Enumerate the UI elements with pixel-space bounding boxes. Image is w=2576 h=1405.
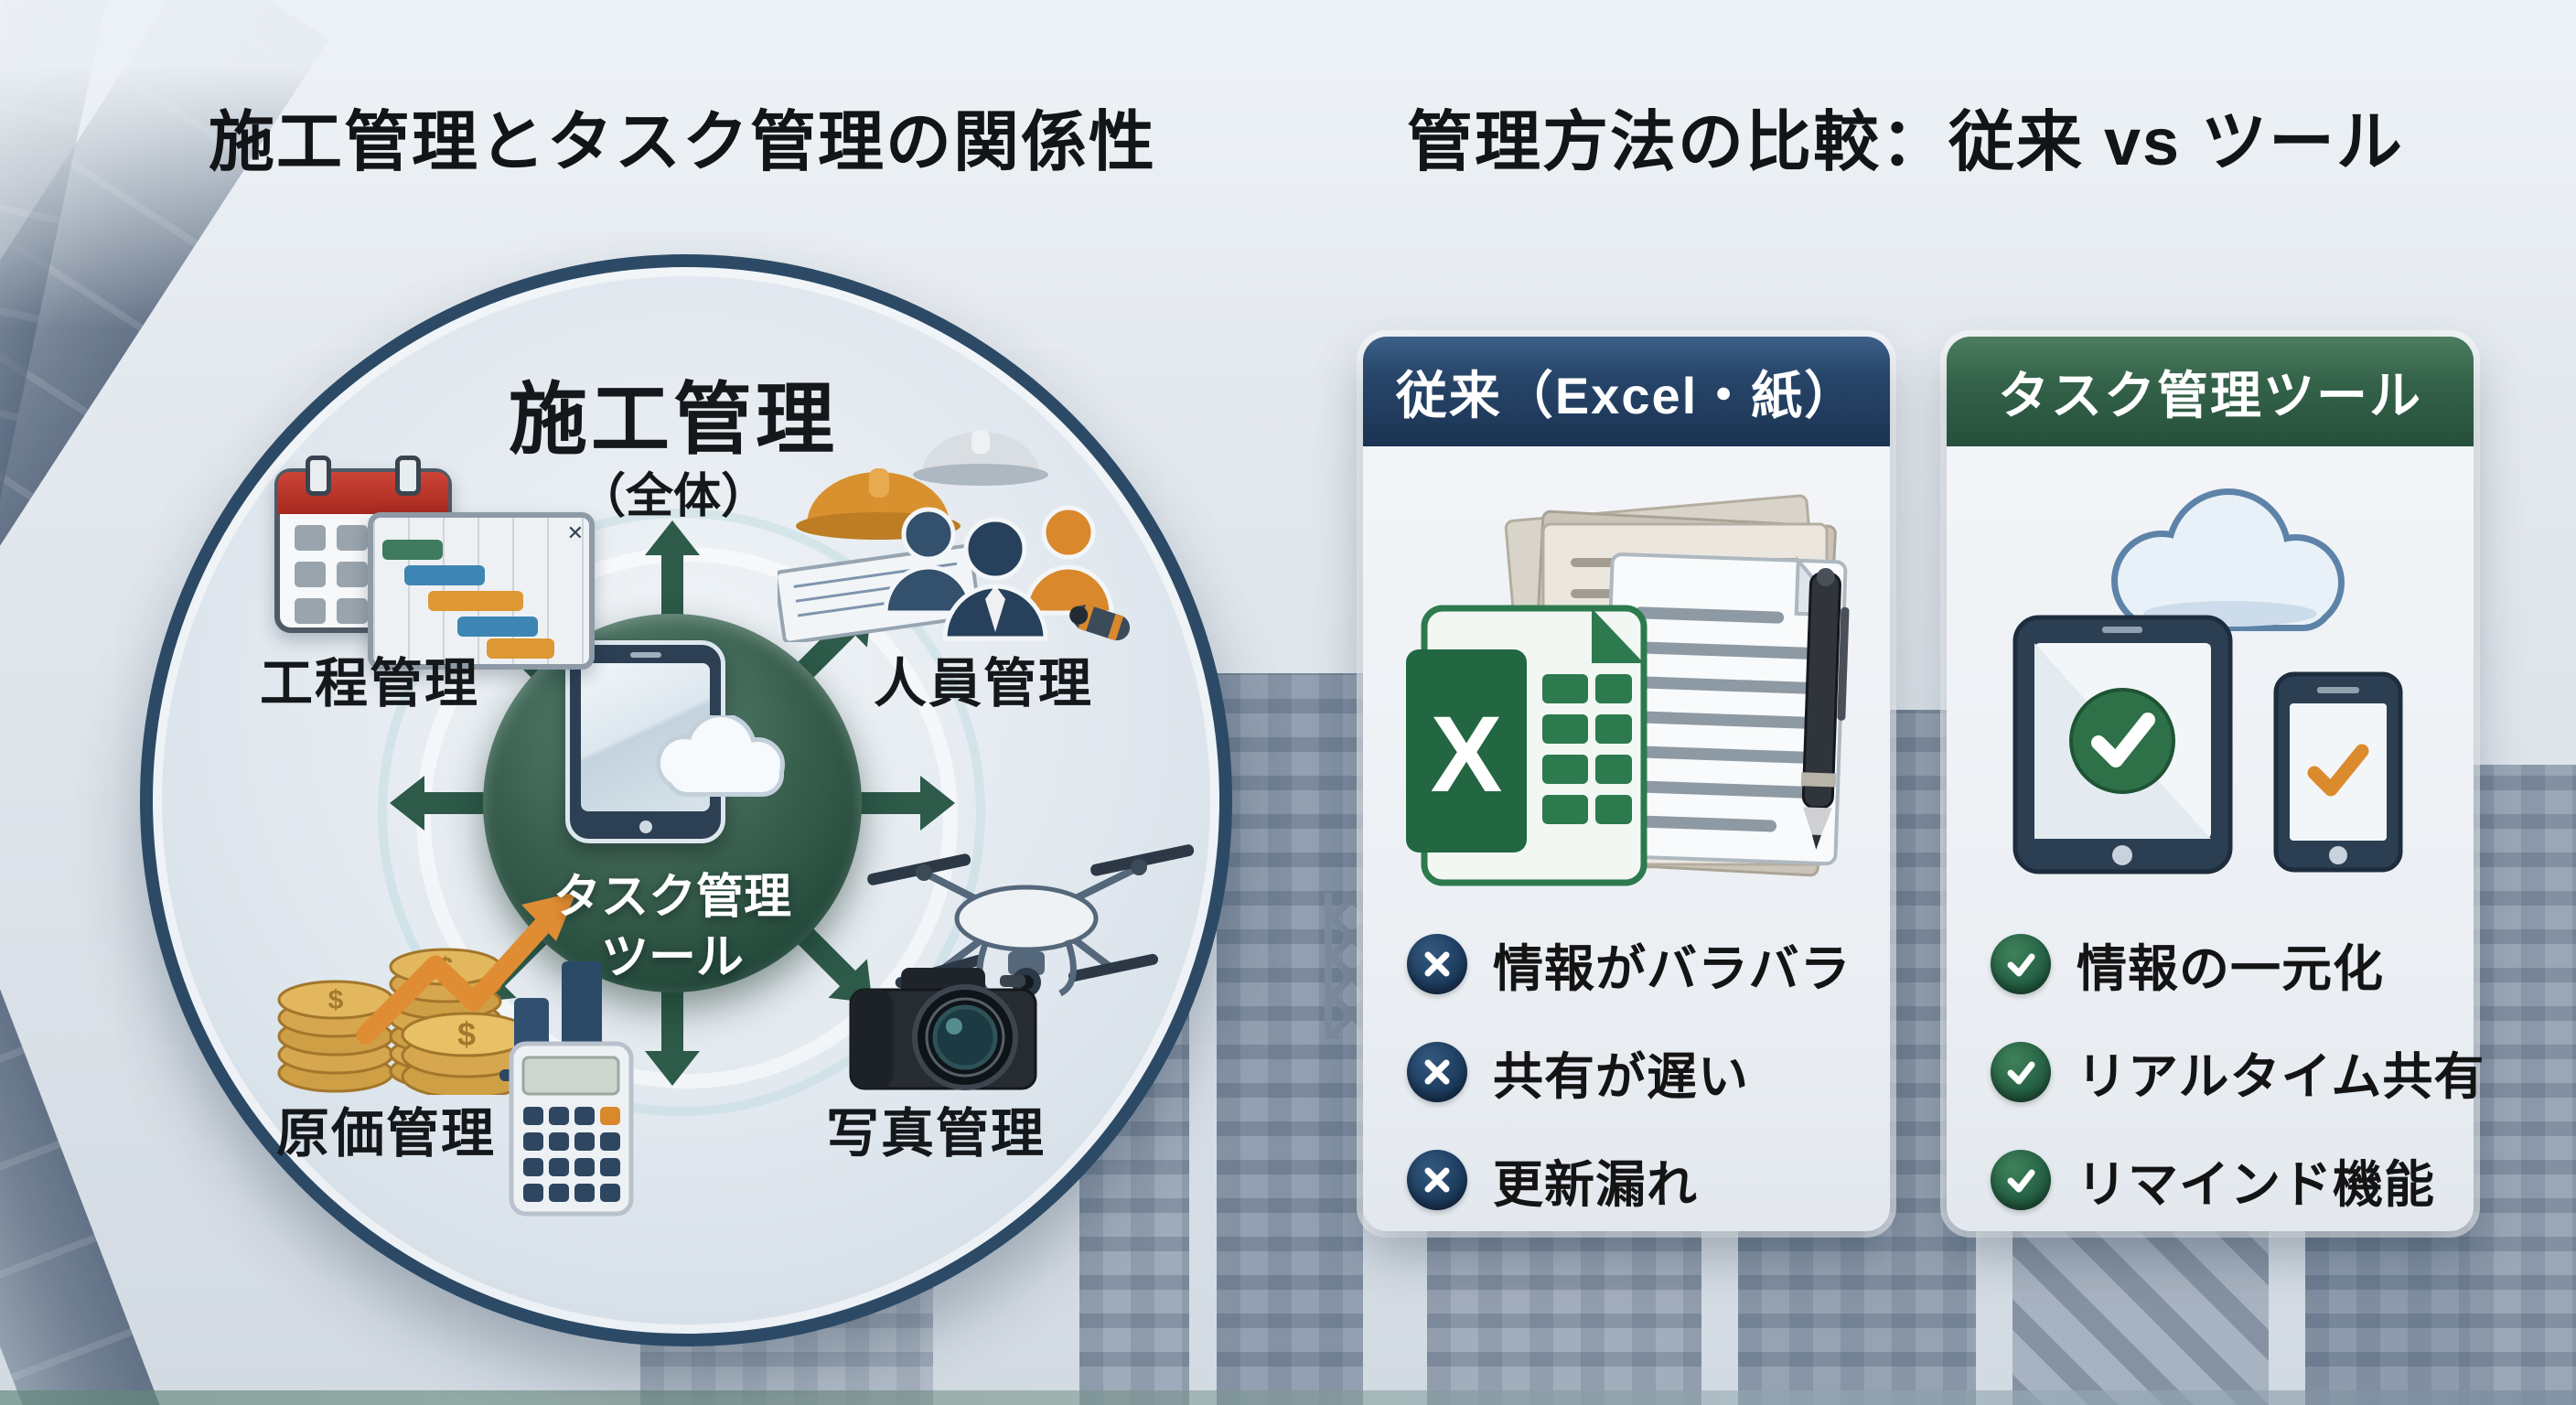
benefit-text: リアルタイム共有 — [2077, 1048, 2485, 1105]
svg-text:$: $ — [457, 1015, 476, 1053]
circle-heading: 施工管理 — [509, 376, 838, 464]
excel-icon: X — [1406, 605, 1648, 886]
paint-roller-icon — [1069, 604, 1131, 641]
benefit-item: 情報の一元化 — [1991, 922, 2475, 1006]
circle-item-personnel: 人員管理 — [873, 654, 1093, 713]
hub-arrow-icon — [645, 981, 700, 1086]
svg-text:$: $ — [328, 985, 344, 1015]
circle-item-cost: 原価管理 — [275, 1104, 496, 1164]
tablet-check-icon — [2012, 615, 2233, 874]
camera-icon — [849, 968, 1037, 1090]
drawback-text: 更新漏れ — [1493, 1156, 1699, 1213]
gantt-chart-icon: ✕ — [368, 512, 595, 670]
ground-strip — [0, 1390, 2576, 1405]
check-circle-icon — [1991, 934, 2051, 994]
hub-outer-ring — [378, 509, 985, 1116]
drawback-text: 共有が遅い — [1493, 1048, 1750, 1105]
building — [2470, 765, 2576, 1405]
check-circle-icon — [1991, 1150, 2051, 1210]
circle-item-schedule: 工程管理 — [259, 654, 479, 713]
x-circle-icon — [1407, 1150, 1467, 1210]
building — [1217, 673, 1363, 1405]
drawback-item: 共有が遅い — [1407, 1030, 1892, 1114]
hub-arrow-icon — [390, 776, 494, 831]
drawback-text: 情報がバラバラ — [1493, 940, 1852, 997]
hub-label-line2: ツール — [600, 931, 744, 984]
circle-item-photo: 写真管理 — [825, 1104, 1046, 1164]
x-circle-icon — [1407, 934, 1467, 994]
drawback-item: 更新漏れ — [1407, 1138, 1892, 1222]
right-title: 管理方法の比較：従来 vs ツール — [1406, 106, 2405, 179]
phone-check-icon — [2273, 671, 2403, 873]
svg-text:X: X — [1431, 694, 1503, 815]
left-title: 施工管理とタスク管理の関係性 — [208, 106, 1156, 179]
hub-label-line1: タスク管理 — [553, 871, 791, 924]
benefit-text: リマインド機能 — [2077, 1156, 2436, 1213]
hard-hat-icon — [913, 430, 1048, 486]
pen-icon — [1800, 568, 1850, 850]
circle-subheading: （全体） — [577, 470, 768, 523]
benefit-item: リマインド機能 — [1991, 1138, 2475, 1222]
x-circle-icon — [1407, 1042, 1467, 1102]
cloud-icon — [656, 715, 785, 797]
card-task-tool-header: タスク管理ツール — [1947, 337, 2474, 446]
hub-arrow-icon — [645, 520, 700, 625]
drawback-item: 情報がバラバラ — [1407, 922, 1892, 1006]
sky-haze — [0, 0, 2576, 329]
calculator-icon — [509, 1041, 634, 1217]
check-circle-icon — [1991, 1042, 2051, 1102]
cloud-sync-icon — [2111, 488, 2345, 631]
coins-icon: $ $ $ — [277, 892, 620, 1095]
worker-group-icon — [778, 430, 1131, 642]
photo-icons — [849, 844, 1195, 1090]
benefit-text: 情報の一元化 — [2077, 940, 2385, 997]
growth-arrow-icon — [356, 892, 576, 1045]
excel-paper-pen-illustration: X — [1406, 494, 1850, 886]
card-traditional-header: 従来（Excel・紙） — [1363, 337, 1890, 446]
benefit-item: リアルタイム共有 — [1991, 1030, 2484, 1114]
cloud-devices-illustration — [2012, 488, 2403, 874]
